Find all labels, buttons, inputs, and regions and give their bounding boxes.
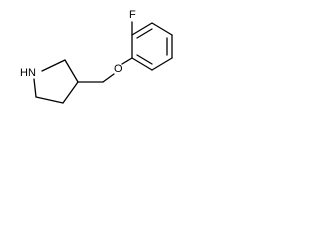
bond-o-aryl bbox=[121, 57, 133, 65]
fluorine-label: F bbox=[129, 9, 136, 21]
double-bond-inner-1 bbox=[136, 28, 153, 39]
oxygen-label: O bbox=[114, 63, 123, 75]
bond-ar6-ar1 bbox=[131, 57, 153, 71]
bond-c2-c3 bbox=[64, 59, 79, 83]
amine-label: HN bbox=[20, 67, 36, 79]
bond-n-c2 bbox=[41, 59, 66, 72]
bond-ar5-ar6 bbox=[151, 57, 173, 71]
bond-c3-c4 bbox=[62, 81, 79, 104]
structure-diagram: F O HN bbox=[0, 0, 183, 127]
molecule-drawing: F O HN bbox=[20, 9, 173, 104]
bond-ar2-ar3 bbox=[131, 22, 153, 36]
bond-c4-c5 bbox=[35, 96, 64, 104]
bond-ar3-ar4 bbox=[151, 22, 173, 36]
bond-c5-n bbox=[33, 78, 37, 98]
double-bond-inner-3 bbox=[136, 54, 153, 65]
bond-ch2-o bbox=[102, 73, 115, 83]
